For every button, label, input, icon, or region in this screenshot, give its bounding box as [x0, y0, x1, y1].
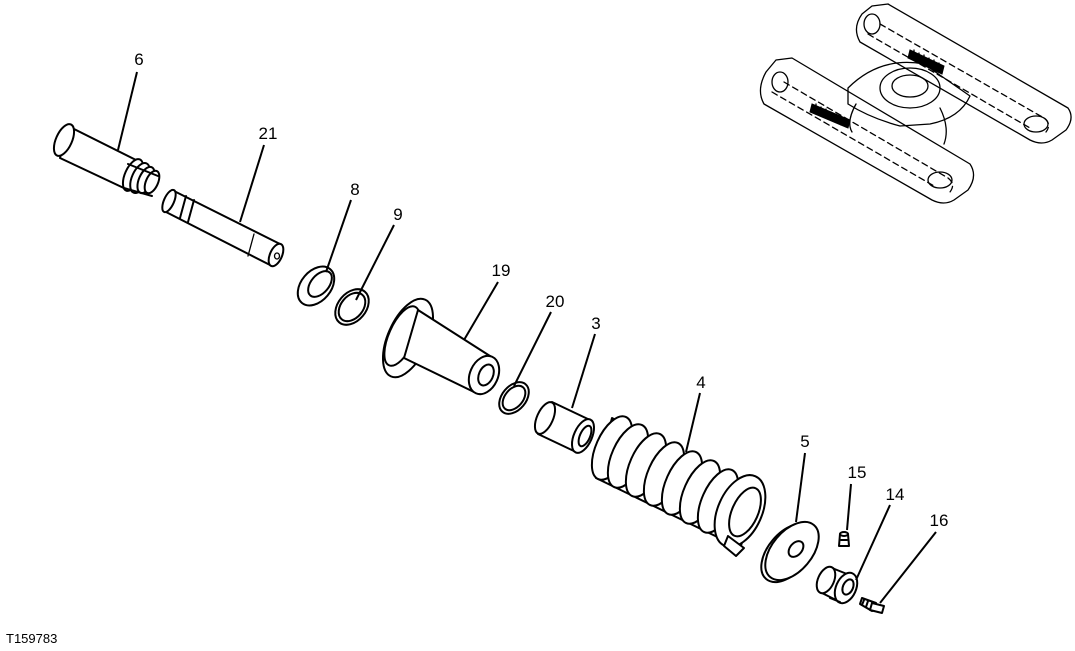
- part-3-sleeve: [533, 401, 596, 454]
- callout-21: 21: [259, 124, 278, 143]
- callout-20: 20: [546, 292, 565, 311]
- callout-9: 9: [393, 205, 402, 224]
- callout-4: 4: [696, 373, 705, 392]
- recoil-spring-far-icon: [907, 49, 945, 75]
- part-14-nut: [815, 565, 859, 605]
- callout-5: 5: [800, 432, 809, 451]
- part-20-o-ring: [498, 381, 530, 415]
- part-6-cylinder: [52, 123, 161, 197]
- part-4-recoil-spring: [590, 415, 767, 557]
- callout-labels: 6 21 8 9 19 20 3 4 5 15 14 16: [134, 50, 948, 530]
- callout-14: 14: [886, 485, 905, 504]
- part-5-plate: [760, 520, 820, 584]
- part-21-shaft: [161, 188, 285, 268]
- callout-8: 8: [350, 180, 359, 199]
- part-9-o-ring: [334, 288, 370, 326]
- part-16-fitting: [859, 597, 885, 614]
- part-15-grease-fitting: [838, 531, 850, 547]
- figure-id: T159783: [6, 631, 58, 646]
- callout-19: 19: [492, 261, 511, 280]
- undercarriage-locator-drawing: [759, 3, 1072, 204]
- leader-lines: [117, 71, 937, 604]
- recoil-spring-near-icon: [809, 103, 851, 129]
- callout-6: 6: [134, 50, 143, 69]
- part-19-flanged-bushing: [381, 297, 501, 396]
- part-8-washer: [296, 265, 336, 307]
- callout-15: 15: [848, 463, 867, 482]
- callout-3: 3: [591, 314, 600, 333]
- callout-16: 16: [930, 511, 949, 530]
